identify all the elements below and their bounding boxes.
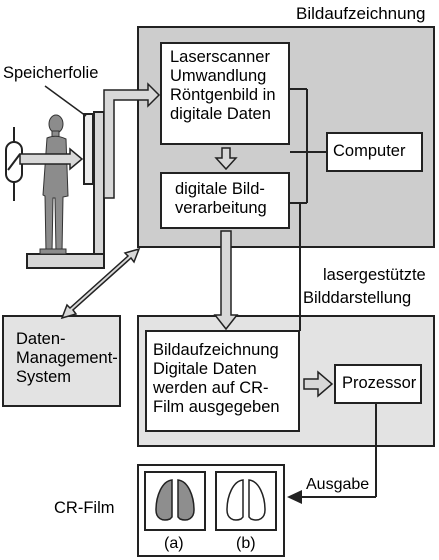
lasergestuetzte-label: lasergestützte (323, 266, 426, 284)
bildverarbeitung-box (160, 172, 290, 229)
laserscanner-text: Laserscanner Umwandlung Röntgenbild in d… (170, 48, 276, 123)
film-b-label: (b) (236, 535, 256, 552)
processor-to-film-path (300, 404, 377, 498)
ausgabe-arrowhead (287, 490, 302, 504)
scanner-to-processing-arrow (214, 147, 238, 171)
film-a (144, 471, 206, 531)
speicherfolie-label: Speicherfolie (3, 64, 99, 82)
foil-to-scanner-arrow (103, 82, 161, 199)
ausgabe-label: Ausgabe (306, 476, 370, 493)
xray-tube-icon (5, 127, 23, 201)
lung-left-b (226, 479, 244, 521)
output-to-processor-arrow (303, 370, 334, 398)
prozessor-box (334, 364, 422, 404)
patient-icon (39, 114, 69, 255)
daten-management-box (2, 315, 121, 407)
speicherfolie-plate (83, 113, 94, 185)
bildaufzeichnung-film-text: Bildaufzeichnung Digitale Daten werden a… (153, 341, 280, 416)
laserscanner-box (160, 42, 290, 145)
lung-left-a (155, 479, 173, 521)
computer-text: Computer (333, 142, 406, 160)
cr-film-label: CR-Film (54, 499, 115, 517)
lung-right-a (177, 479, 195, 521)
speicherfolie-pointer (44, 85, 87, 117)
data-management-double-arrow (60, 247, 141, 320)
computer-box (326, 132, 423, 172)
bildverarbeitung-text: digitale Bild- verarbeitung (175, 180, 267, 217)
computer-connectors (290, 88, 326, 204)
film-b (215, 471, 277, 531)
bilddarstellung-label: Bilddarstellung (303, 289, 412, 307)
daten-management-text: Daten- Management- System (16, 330, 118, 386)
processing-to-output-arrow (213, 230, 239, 331)
xray-beam-arrow (19, 147, 84, 171)
bildaufzeichnung-film-box (145, 330, 300, 432)
bildaufzeichnung-title: Bildaufzeichnung (296, 4, 426, 23)
film-a-label: (a) (164, 535, 184, 552)
lung-right-b (248, 479, 266, 521)
prozessor-text: Prozessor (342, 374, 417, 392)
